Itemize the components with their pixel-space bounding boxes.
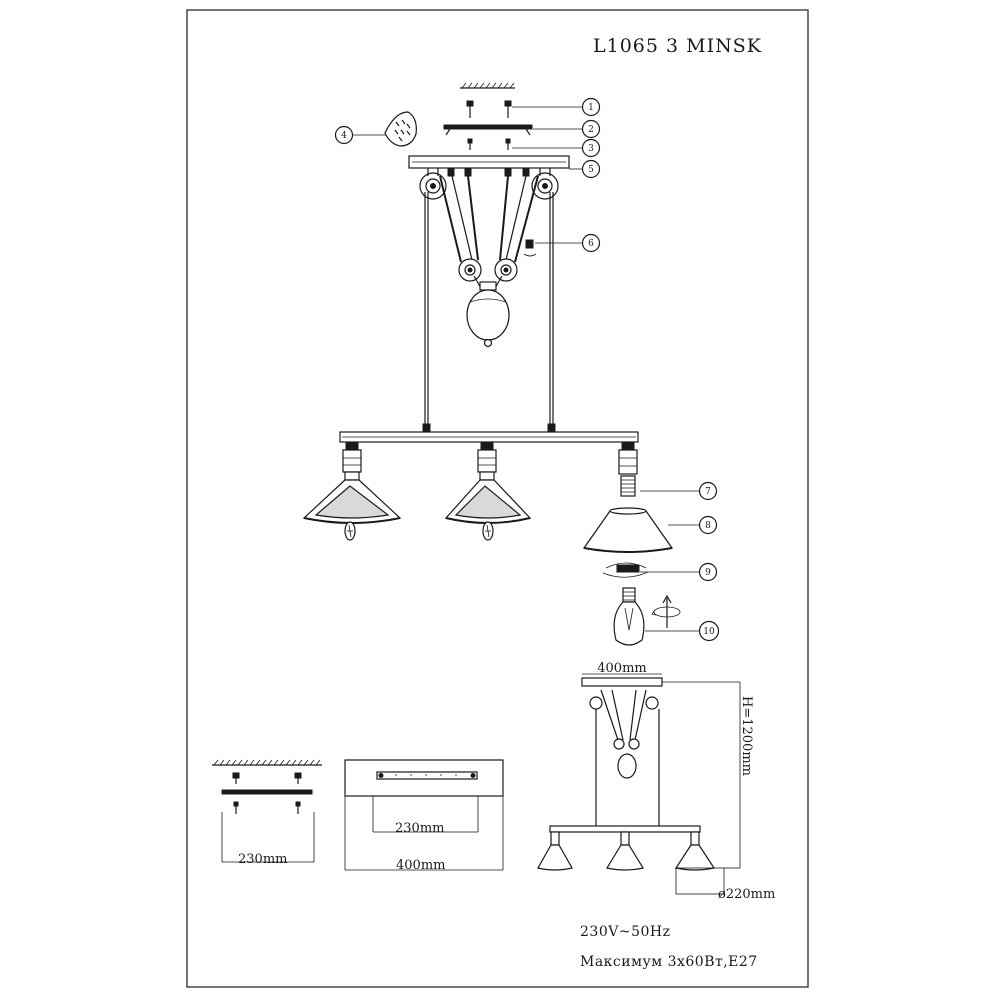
plate-hole-spacing-label: 230mm: [395, 821, 444, 836]
height-dimension-label: H=1200mm: [739, 696, 754, 776]
svg-text:7: 7: [705, 487, 711, 497]
voltage-spec: 230V~50Hz: [580, 924, 670, 940]
mount-bolts: [467, 138, 511, 150]
lamp-bar: [339, 431, 639, 443]
svg-text:8: 8: [705, 521, 711, 531]
mounting-bracket: [443, 124, 533, 136]
dimension-drawing: 400mm ø220mm H=1200mm: [537, 661, 775, 902]
width-dimension-label: 400mm: [597, 661, 646, 676]
detached-shade: [582, 507, 674, 553]
svg-text:6: 6: [588, 239, 594, 249]
pulley-cables: [439, 175, 539, 263]
callout-4: 4: [334, 125, 386, 145]
page-frame: [186, 9, 809, 988]
edison-bulb: [613, 587, 645, 646]
lamp-shade-1: [302, 479, 402, 541]
svg-text:3: 3: [588, 144, 594, 154]
plate-length-label: 400mm: [396, 858, 445, 873]
callout-6: 6: [535, 233, 601, 253]
callout-8: 8: [668, 515, 718, 535]
ceiling-hatch: [460, 82, 515, 89]
lower-pulleys: [458, 258, 518, 282]
shade-ring: [602, 562, 649, 578]
svg-text:4: 4: [341, 131, 347, 141]
lamp-shade-2: [444, 479, 532, 541]
callout-1: 1: [512, 97, 601, 117]
svg-text:1: 1: [588, 103, 594, 113]
max-power-spec: Максимум 3х60Вт,E27: [580, 954, 758, 970]
callout-5: 5: [569, 159, 601, 179]
hardware-bag: [384, 111, 417, 147]
shade-diameter-label: ø220mm: [718, 887, 775, 902]
cable-hangers: [447, 167, 530, 177]
callout-9: 9: [640, 562, 718, 582]
svg-text:2: 2: [588, 125, 594, 135]
top-pulleys: [419, 168, 559, 200]
svg-text:5: 5: [588, 165, 594, 175]
counterweight: [466, 275, 510, 348]
diagram-title: L1065 3 MINSK: [593, 35, 762, 57]
canopy-mount-detail: 230mm: [212, 759, 322, 867]
bracket-plate-detail: 230mm 400mm: [344, 759, 504, 873]
callout-7: 7: [640, 481, 718, 501]
rotate-arrow-icon: [651, 594, 681, 628]
callout-2: 2: [533, 119, 601, 139]
screw-anchors: [466, 100, 512, 118]
nut-part: [523, 239, 537, 257]
lamp-socket-2: [477, 441, 497, 481]
lamp-socket-1: [342, 441, 362, 481]
canopy-bar: [408, 155, 570, 169]
lamp-socket-3: [618, 441, 638, 497]
svg-text:10: 10: [703, 627, 715, 637]
canopy-hole-spacing-label: 230mm: [238, 852, 287, 867]
suspension-cables: [422, 192, 556, 433]
callout-10: 10: [645, 620, 720, 642]
svg-text:9: 9: [705, 568, 711, 578]
callout-3: 3: [512, 138, 601, 158]
